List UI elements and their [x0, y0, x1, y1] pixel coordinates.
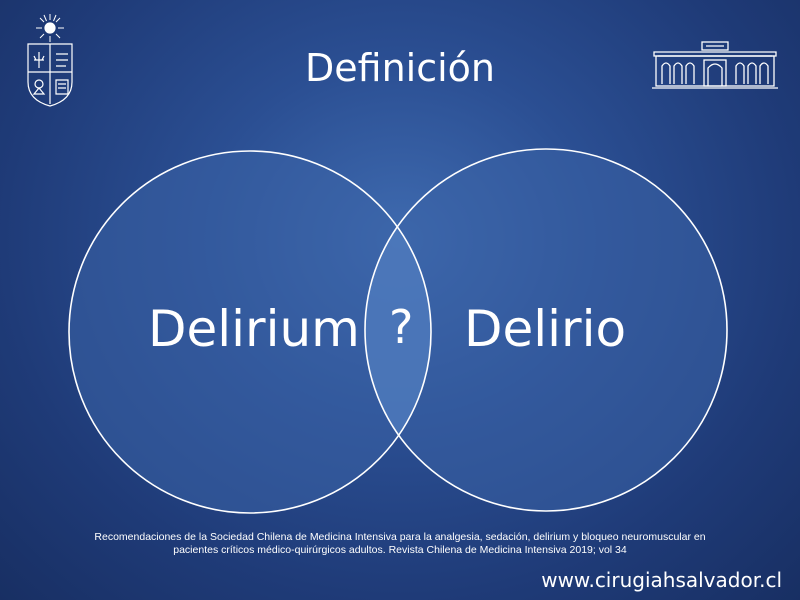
- hospital-building-icon: [652, 41, 778, 89]
- delirium-circle: [69, 151, 431, 513]
- delirium-label: Delirium: [148, 300, 360, 358]
- website-url: www.cirugiahsalvador.cl: [541, 568, 782, 592]
- citation-line-1: Recomendaciones de la Sociedad Chilena d…: [94, 531, 706, 543]
- university-crest-icon: [27, 14, 73, 107]
- citation-line-2: pacientes críticos médico-quirúrgicos ad…: [173, 544, 627, 556]
- delirio-label: Delirio: [464, 300, 627, 358]
- slide-title: Definición: [305, 46, 495, 90]
- citation: Recomendaciones de la Sociedad Chilena d…: [60, 531, 740, 557]
- overlap-question-label: ?: [389, 300, 414, 354]
- delirio-circle: [365, 149, 727, 511]
